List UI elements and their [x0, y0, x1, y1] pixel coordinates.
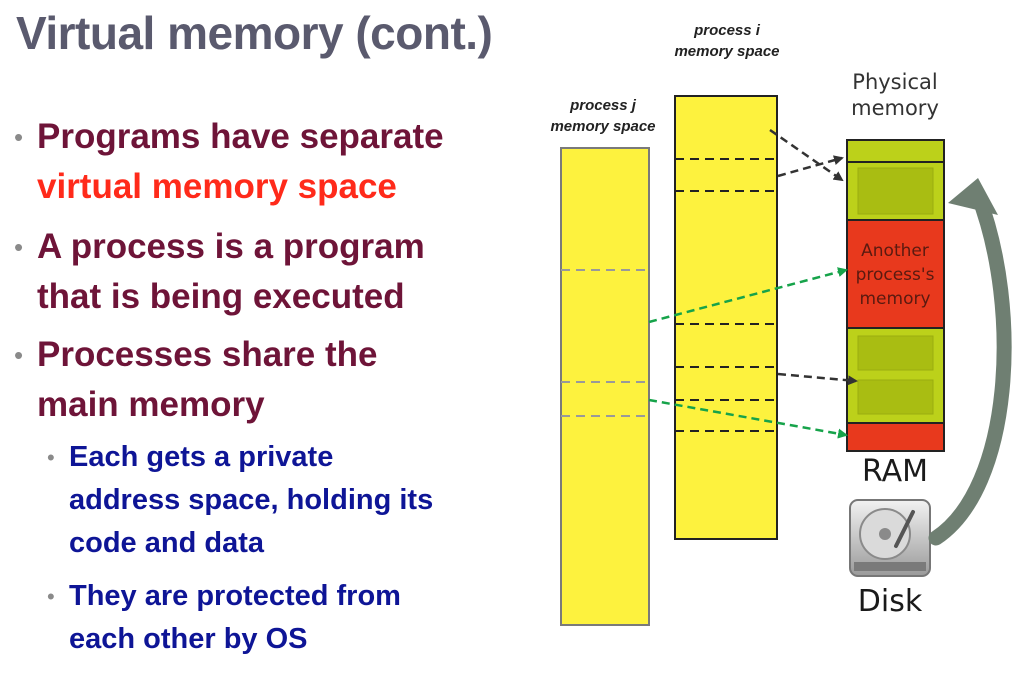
bullet-line: A process is a program: [37, 227, 425, 266]
sub-bullet-protected: • They are protected from each other by …: [47, 575, 534, 661]
sub-bullet-line: code and data: [69, 527, 264, 559]
bullet-share-memory: • Processes share the main memory: [14, 330, 534, 430]
slide-title: Virtual memory (cont.): [16, 7, 493, 59]
ram-segment: [846, 139, 945, 163]
another-process-label: Another: [861, 241, 929, 261]
process-j-label-line2: memory space: [550, 118, 655, 135]
bullet-line: Processes share the: [37, 335, 378, 374]
another-process-segment: [846, 422, 945, 452]
mapping-arrow: [769, 128, 844, 182]
swap-arrow-head: [948, 178, 998, 215]
bullet-line: main memory: [37, 385, 265, 424]
mapping-arrow: [777, 372, 858, 386]
physical-memory-label-line2: memory: [851, 96, 939, 120]
another-process-label-line3: memory: [859, 289, 930, 309]
mapping-arrow-green: [648, 267, 848, 324]
another-process-label-line2: process's: [856, 265, 935, 285]
bullet-separate-memory: • Programs have separate virtual memory …: [14, 112, 534, 212]
process-j-label: process j: [569, 97, 637, 114]
bullet-dot: •: [14, 122, 24, 152]
bullet-dot: •: [14, 340, 24, 370]
disk-icon: [849, 499, 931, 577]
bullet-dot: •: [14, 232, 24, 262]
sub-bullet-line: address space, holding its: [69, 484, 434, 516]
bullet-highlight-line: virtual memory space: [37, 167, 397, 206]
sub-bullet-private-address: • Each gets a private address space, hol…: [47, 436, 534, 565]
process-i-label-line2: memory space: [674, 43, 779, 60]
ram-block: [846, 139, 945, 452]
mapping-arrow-green: [648, 398, 848, 439]
sub-bullet-dot: •: [47, 445, 55, 470]
ram-chip-icon: [857, 379, 934, 415]
physical-memory-label: Physical: [852, 70, 937, 94]
sub-bullet-dot: •: [47, 584, 55, 609]
disk-label: Disk: [858, 584, 923, 619]
bullet-list: • Programs have separate virtual memory …: [14, 112, 534, 661]
process-i-memory-space: [674, 95, 778, 540]
bullet-process-definition: • A process is a program that is being e…: [14, 222, 534, 322]
bullet-line: that is being executed: [37, 277, 405, 316]
mapping-arrow: [777, 155, 844, 178]
ram-chip-icon: [857, 335, 934, 371]
ram-chip-icon: [857, 167, 934, 215]
process-j-memory-space: [560, 147, 650, 626]
sub-bullet-line: each other by OS: [69, 623, 308, 655]
sub-bullet-line: Each gets a private: [69, 441, 334, 473]
process-i-label: process i: [693, 22, 761, 39]
bullet-line: Programs have separate: [37, 117, 444, 156]
ram-label: RAM: [862, 454, 928, 489]
sub-bullet-line: They are protected from: [69, 580, 401, 612]
swap-arrow: [928, 187, 1012, 546]
